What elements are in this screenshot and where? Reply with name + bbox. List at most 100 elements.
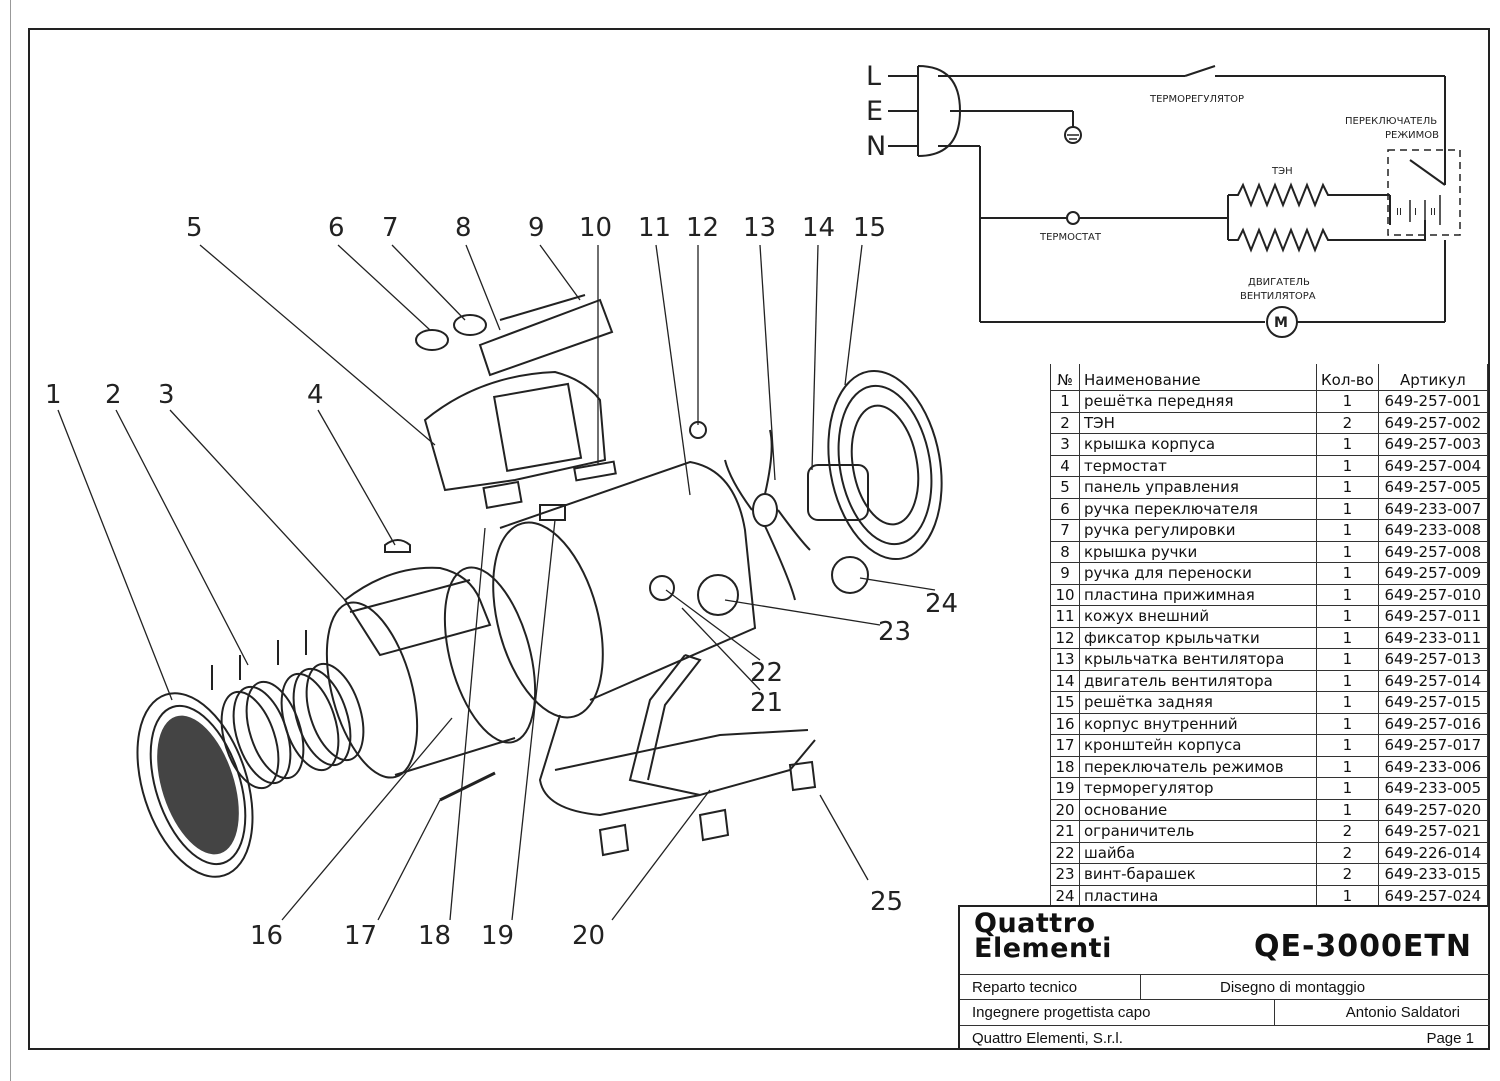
wiring-diagram [888, 65, 1461, 338]
callout-21: 21 [750, 688, 783, 718]
row-article: 649-233-015 [1377, 863, 1488, 886]
row-name: кронштейн корпуса [1079, 734, 1317, 757]
row-number: 21 [1050, 820, 1080, 843]
callout-18: 18 [418, 921, 451, 951]
row-name: ручка регулировки [1079, 519, 1317, 542]
fan-impeller [724, 429, 811, 601]
switch-pos-2: I [1414, 207, 1417, 218]
title-row-department: Reparto tecnico Disegno di montaggio [960, 974, 1490, 1000]
title-row-company: Quattro Elementi, S.r.l. Page 1 [960, 1025, 1490, 1051]
callout-20: 20 [572, 921, 605, 951]
row-qty: 1 [1316, 626, 1379, 649]
front-grille [136, 692, 254, 878]
row-name: двигатель вентилятора [1079, 669, 1317, 692]
base-frame [538, 654, 816, 817]
row-qty: 1 [1316, 454, 1379, 477]
row-article: 649-257-014 [1377, 669, 1488, 692]
terminal-l: L [866, 61, 881, 92]
row-qty: 1 [1316, 884, 1379, 907]
callout-25: 25 [870, 887, 903, 917]
row-qty: 2 [1316, 841, 1379, 864]
label-mode-switch-1: ПЕРЕКЛЮЧАТЕЛЬ [1345, 116, 1437, 127]
callout-13: 13 [743, 213, 776, 243]
row-qty: 1 [1316, 390, 1379, 413]
logo-line-2: Elementi [974, 933, 1112, 964]
margin-line [10, 0, 11, 1081]
row-article: 649-233-005 [1377, 777, 1488, 800]
row-article: 649-226-014 [1377, 841, 1488, 864]
label-motor-1: ДВИГАТЕЛЬ [1248, 277, 1310, 288]
row-qty: 2 [1316, 863, 1379, 886]
callout-24: 24 [925, 589, 958, 619]
company-name: Quattro Elementi, S.r.l. [972, 1030, 1123, 1047]
row-qty: 1 [1316, 777, 1379, 800]
callout-8: 8 [455, 213, 472, 243]
label-thermostat: ТЕРМОСТАТ [1039, 232, 1102, 243]
switch-pos-3: II [1430, 207, 1436, 218]
row-number: 7 [1050, 519, 1080, 542]
motor-symbol: M [1274, 315, 1288, 331]
row-name: термостат [1079, 454, 1317, 477]
row-name: основание [1079, 798, 1317, 821]
engineer-name: Antonio Saldatori [1345, 1004, 1460, 1021]
row-number: 11 [1050, 605, 1080, 628]
row-article: 649-257-001 [1377, 390, 1488, 413]
callout-2: 2 [105, 380, 122, 410]
row-number: 23 [1050, 863, 1080, 886]
row-number: 22 [1050, 841, 1080, 864]
row-number: 15 [1050, 691, 1080, 714]
row-name: ручка для переноски [1079, 562, 1317, 585]
row-article: 649-257-020 [1377, 798, 1488, 821]
row-name: панель управления [1079, 476, 1317, 499]
fan-motor [807, 464, 869, 521]
row-number: 14 [1050, 669, 1080, 692]
header-qty: Кол-во [1316, 364, 1379, 391]
label-mode-switch-2: РЕЖИМОВ [1385, 130, 1439, 141]
callout-5: 5 [186, 213, 203, 243]
row-name: крыльчатка вентилятора [1079, 648, 1317, 671]
row-qty: 2 [1316, 820, 1379, 843]
title-row-engineer: Ingegnere progettista capo Antonio Salda… [960, 999, 1490, 1025]
row-name: пластина прижимная [1079, 583, 1317, 606]
row-number: 4 [1050, 454, 1080, 477]
header-article: Артикул [1377, 364, 1488, 391]
row-article: 649-257-009 [1377, 562, 1488, 585]
label-thermoregulator: ТЕРМОРЕГУЛЯТОР [1149, 94, 1244, 105]
row-qty: 1 [1316, 798, 1379, 821]
callout-17: 17 [344, 921, 377, 951]
row-name: решётка передняя [1079, 390, 1317, 413]
row-qty: 1 [1316, 476, 1379, 499]
callout-15: 15 [853, 213, 886, 243]
row-name: кожух внешний [1079, 605, 1317, 628]
row-name: фиксатор крыльчатки [1079, 626, 1317, 649]
row-name: терморегулятор [1079, 777, 1317, 800]
row-article: 649-257-002 [1377, 411, 1488, 434]
row-qty: 1 [1316, 734, 1379, 757]
drawing-type: Disegno di montaggio [1220, 979, 1366, 996]
row-number: 17 [1050, 734, 1080, 757]
row-number: 12 [1050, 626, 1080, 649]
row-name: решётка задняя [1079, 691, 1317, 714]
heating-coils [211, 630, 365, 790]
terminal-n: N [866, 131, 886, 162]
row-qty: 1 [1316, 605, 1379, 628]
engineer-label: Ingegnere progettista capo [972, 1004, 1151, 1021]
row-name: винт-барашек [1079, 863, 1317, 886]
row-number: 8 [1050, 540, 1080, 563]
inner-body [325, 566, 537, 779]
row-number: 19 [1050, 777, 1080, 800]
row-name: ручка переключателя [1079, 497, 1317, 520]
